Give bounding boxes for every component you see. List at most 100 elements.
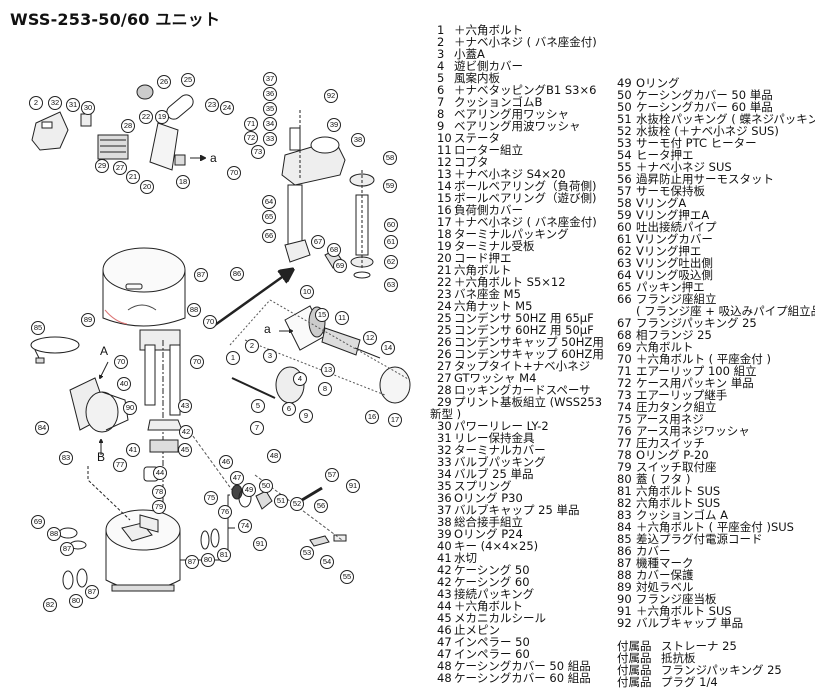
accessory-row: 付属品プラグ 1/4 xyxy=(617,676,782,688)
callout-70: 70 xyxy=(203,315,217,329)
callout-17: 17 xyxy=(388,413,402,427)
callout-32: 32 xyxy=(48,96,62,110)
callout-90: 90 xyxy=(123,401,137,415)
part-number: 69 xyxy=(617,340,632,354)
part-row: 84＋六角ボルト ( 平座金付 )SUS xyxy=(617,521,815,533)
accessory-name: プラグ 1/4 xyxy=(661,675,718,689)
part-number: 24 xyxy=(437,299,452,313)
part-row: 2＋ナベ小ネジ ( バネ座金付) xyxy=(437,36,604,48)
accessory-name: ストレーナ 25 xyxy=(661,639,737,653)
callout-40: 40 xyxy=(117,377,131,391)
part-name: スイッチ取付座 xyxy=(636,460,717,474)
part-name: ボールベアリング（負荷側) xyxy=(454,179,597,193)
part-number: 15 xyxy=(437,191,452,205)
callout-34: 34 xyxy=(263,117,277,131)
part-number: 18 xyxy=(437,227,452,241)
part-row: 55＋ナベ小ネジ SUS xyxy=(617,161,815,173)
callout-42: 42 xyxy=(179,425,193,439)
callout-37: 37 xyxy=(263,72,277,86)
part-number: 49 xyxy=(617,76,632,90)
callout-15: 15 xyxy=(315,308,329,322)
part-name: ベアリング用波ワッシャ xyxy=(454,119,581,133)
callout-70: 70 xyxy=(114,355,128,369)
accessory-kind: 付属品 xyxy=(617,675,652,689)
accessory-name: 抵抗板 xyxy=(661,651,696,665)
callout-44: 44 xyxy=(153,466,167,480)
part-name: Vリング押エ xyxy=(636,244,702,258)
view-label-a-motor: a xyxy=(264,322,271,336)
part-number: 52 xyxy=(617,124,632,138)
part-name: ケース用パッキン 単品 xyxy=(636,376,754,390)
callout-20: 20 xyxy=(140,180,154,194)
callout-76: 76 xyxy=(218,505,232,519)
part-name: ローター組立 xyxy=(454,143,523,157)
part-name: バルブキャップ 25 単品 xyxy=(454,503,580,517)
callout-57: 57 xyxy=(325,468,339,482)
callout-52: 52 xyxy=(290,497,304,511)
part-name: 水切 xyxy=(454,551,477,565)
part-number: 38 xyxy=(437,515,452,529)
part-name: ケーシングカバー 60 単品 xyxy=(636,100,773,114)
part-name: メカニカルシール xyxy=(454,611,546,625)
part-number: 57 xyxy=(617,184,632,198)
part-number: 76 xyxy=(617,424,632,438)
part-number: 89 xyxy=(617,580,632,594)
part-name: Oリング xyxy=(636,76,680,90)
part-name: Vリング押エA xyxy=(636,208,710,222)
part-number: 5 xyxy=(437,71,445,85)
part-name: 止メピン xyxy=(454,623,500,637)
part-name: アース用ネジ xyxy=(636,412,704,426)
callout-91: 91 xyxy=(346,479,360,493)
part-name: 六角ボルト SUS xyxy=(636,484,721,498)
accessory-row: 付属品フランジパッキング 25 xyxy=(617,664,782,676)
relay-bracket xyxy=(80,113,92,127)
callout-46: 46 xyxy=(219,455,233,469)
part-number: 58 xyxy=(617,196,632,210)
callout-74: 74 xyxy=(238,519,252,533)
callout-4: 4 xyxy=(293,372,307,386)
callout-87: 87 xyxy=(85,585,99,599)
part-name: Oリング P30 xyxy=(454,491,523,505)
part-number: 85 xyxy=(617,532,632,546)
part-number: 39 xyxy=(437,527,452,541)
part-name: ベアリング用ワッシャ xyxy=(454,107,569,121)
part-row: 17＋ナベ小ネジ ( バネ座金付) xyxy=(437,216,604,228)
part-name: 蓋 ( フタ ) xyxy=(636,472,691,486)
part-name: 圧力タンク組立 xyxy=(636,400,717,414)
callout-89: 89 xyxy=(81,313,95,327)
part-number: 71 xyxy=(617,364,632,378)
view-arrow-A xyxy=(100,361,109,378)
callout-70: 70 xyxy=(190,355,204,369)
part-name: 対処ラベル xyxy=(636,580,694,594)
callout-87: 87 xyxy=(185,555,199,569)
part-name: ＋六角ボルト xyxy=(454,599,523,613)
callout-86: 86 xyxy=(230,267,244,281)
part-name: 機種マーク xyxy=(636,556,694,570)
callout-10: 10 xyxy=(300,285,314,299)
part-number: 53 xyxy=(617,136,632,150)
part-number: 40 xyxy=(437,539,452,553)
part-name: ＋六角ボルト S5×12 xyxy=(454,275,566,289)
part-name: 吐出接続パイプ xyxy=(636,220,717,234)
accessory-kind: 付属品 xyxy=(617,663,652,677)
part-name: バルブ 25 単品 xyxy=(454,467,534,481)
